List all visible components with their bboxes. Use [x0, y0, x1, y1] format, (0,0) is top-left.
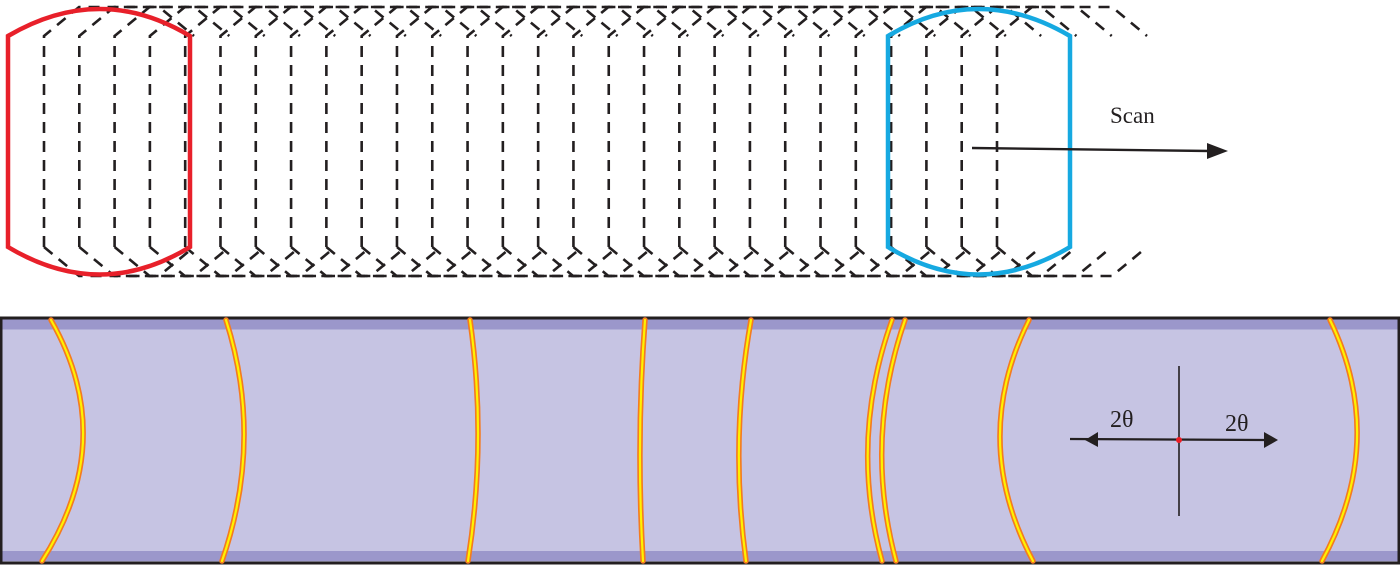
dashed-frame: [501, 5, 654, 278]
dashed-frame: [430, 5, 584, 278]
dashed-frame: [572, 5, 725, 278]
dashed-frame: [148, 5, 301, 278]
start-frame-outline: [5, 6, 193, 277]
dashed-frame: [77, 5, 231, 278]
scan-label: Scan: [1110, 103, 1155, 128]
dashed-frame: [42, 5, 195, 278]
dashed-frame: [360, 5, 513, 278]
two-theta-left-label: 2θ: [1110, 407, 1134, 433]
debye-arc-core: [866, 318, 894, 563]
right-arrowhead-icon: [1264, 432, 1278, 448]
dashed-frame: [607, 5, 760, 278]
beam-center-dot: [1176, 437, 1182, 443]
dashed-frame: [183, 5, 337, 278]
dashed-frame: [642, 5, 795, 278]
dashed-frame: [395, 5, 548, 278]
dashed-frame: [325, 5, 478, 278]
debye-arc-core: [998, 318, 1035, 563]
dashed-frame: [995, 5, 1148, 278]
debye-arc-core: [638, 318, 647, 563]
dashed-frame: [889, 5, 1042, 278]
dashed-frame: [960, 5, 1113, 278]
dashed-frame: [713, 5, 866, 278]
debye-arc-core: [737, 318, 753, 563]
debye-arc-core: [880, 318, 907, 563]
dashed-frame: [925, 5, 1078, 278]
dashed-frame: [819, 5, 972, 278]
dashed-frame: [854, 5, 1007, 278]
dashed-frame: [678, 5, 831, 278]
two-theta-crosshair: [1069, 366, 1278, 516]
dashed-detector-frames: [42, 5, 1148, 278]
debye-arcs: [39, 317, 1360, 564]
dashed-frame: [289, 5, 442, 278]
scan-arrow-icon: [971, 143, 1228, 159]
debye-arc-core: [220, 318, 246, 563]
debye-arc-core: [40, 318, 85, 563]
left-arrowhead-icon: [1085, 432, 1098, 447]
dashed-frame: [254, 5, 407, 278]
dashed-frame: [783, 5, 937, 278]
dashed-frame: [219, 5, 372, 278]
dashed-frame: [113, 5, 266, 278]
dashed-frame: [748, 5, 901, 278]
debye-arc-core: [1320, 318, 1359, 563]
end-frame-outline: [885, 6, 1073, 277]
dashed-frame: [536, 5, 689, 278]
debye-arc-core: [466, 318, 480, 563]
two-theta-right-label: 2θ: [1225, 411, 1249, 437]
dashed-frame: [466, 5, 619, 278]
